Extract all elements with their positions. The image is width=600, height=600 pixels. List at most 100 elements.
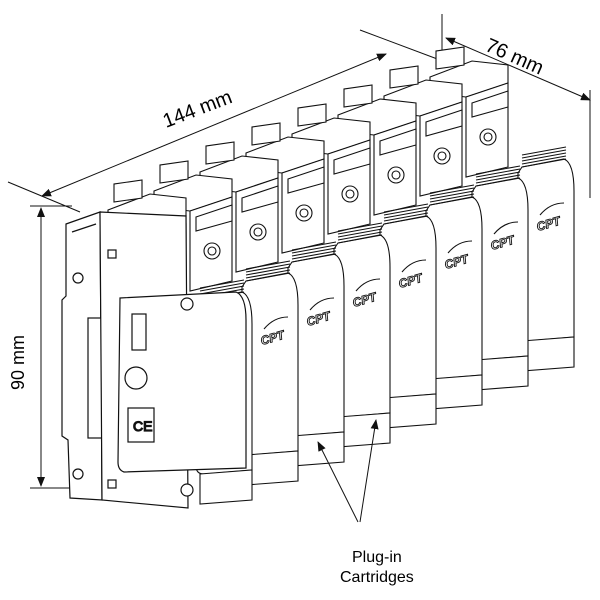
cartridge-rib <box>291 241 337 251</box>
cartridge-rib <box>337 234 383 244</box>
terminal-ridge <box>425 109 463 137</box>
cartridge-rib <box>475 177 521 187</box>
rail-clip-edge <box>71 223 97 233</box>
length-extension-right <box>359 29 441 61</box>
terminal-opening <box>297 103 327 127</box>
clip-hole-top <box>72 272 84 284</box>
terminal-ridge <box>241 185 279 213</box>
marker-square-2 <box>107 479 117 489</box>
cartridge-rib <box>429 187 475 197</box>
cartridge-rib <box>429 184 475 194</box>
depth-dimension-line <box>445 37 591 101</box>
length-dimension-line <box>41 53 387 197</box>
screw-top-front <box>180 297 194 311</box>
cartridge-rib <box>475 168 521 178</box>
cartridge-rib <box>245 269 291 279</box>
cartridge-rib <box>521 155 567 165</box>
terminal-ridge <box>379 128 417 156</box>
callout-leader-1 <box>317 441 359 523</box>
logo-arc <box>355 278 381 292</box>
cartridge-rib <box>199 279 245 289</box>
length-extension-left <box>7 181 81 213</box>
cartridge-rib <box>245 272 291 282</box>
cartridge-rib <box>383 206 429 216</box>
callout-line-2: Cartridges <box>340 569 414 586</box>
cartridge-rib <box>337 225 383 235</box>
terminal-opening <box>343 84 373 108</box>
cartridge-rib <box>475 174 521 184</box>
terminal-ridge <box>333 147 371 175</box>
cartridge-rib <box>475 171 521 181</box>
cartridge-rib <box>199 285 245 295</box>
cartridge-rib <box>383 212 429 222</box>
terminal-ridge <box>471 90 509 118</box>
module-4: CPT <box>245 122 391 448</box>
logo-arc <box>539 202 565 216</box>
base-bottom <box>291 431 345 467</box>
base-bottom <box>521 336 575 372</box>
cartridge-rib <box>291 253 337 263</box>
cartridge-rib <box>429 193 475 203</box>
module-6: CPT <box>337 84 483 410</box>
base-bottom <box>383 393 437 429</box>
screw-top-inner <box>299 208 309 218</box>
cartridge-rib <box>383 203 429 213</box>
terminal-ridge <box>287 166 325 194</box>
cartridge-rib <box>291 250 337 260</box>
terminal-opening <box>113 179 143 203</box>
callout-leader-2 <box>359 419 379 523</box>
status-window <box>131 313 147 351</box>
logo-arc <box>263 316 289 330</box>
screw-bottom-front <box>180 483 194 497</box>
cartridge-rib <box>383 209 429 219</box>
cartridge-rib <box>245 266 291 276</box>
modules-group: CPTCPTCPTCPTCPTCPTCPTCPT <box>107 46 575 505</box>
cartridge-rib <box>429 190 475 200</box>
screw-top-inner <box>345 189 355 199</box>
base-bottom <box>337 412 391 448</box>
dimension-lines <box>7 14 591 489</box>
terminal-opening <box>159 160 189 184</box>
base-bottom <box>429 374 483 410</box>
indicator-circle <box>124 366 148 390</box>
screw-top-inner <box>437 151 447 161</box>
end-module: CE <box>61 211 247 509</box>
logo-arc <box>309 297 335 311</box>
terminal-ridge <box>195 204 233 232</box>
marker-square-1 <box>107 249 117 259</box>
screw-top-inner <box>207 246 217 256</box>
cartridge-rib <box>521 152 567 162</box>
cartridge-rib <box>337 231 383 241</box>
rail-slot <box>87 317 103 439</box>
base-bottom <box>475 355 529 391</box>
terminal-opening <box>251 122 281 146</box>
cartridge-rib <box>245 260 291 270</box>
ce-box <box>127 407 155 443</box>
cartridge-rib <box>383 215 429 225</box>
ce-mark: CE <box>133 418 152 434</box>
length-label: 144 mm <box>160 86 235 132</box>
terminal-opening <box>205 141 235 165</box>
cartridge-rib <box>337 228 383 238</box>
cartridge-rib <box>521 158 567 168</box>
terminal-opening <box>435 46 465 70</box>
screw-top-inner <box>483 132 493 142</box>
cartridge-rib <box>291 247 337 257</box>
terminal-opening <box>389 65 419 89</box>
logo-arc <box>401 259 427 273</box>
cartridge-rib <box>337 222 383 232</box>
cartridge-rib <box>521 146 567 156</box>
callout-line-1: Plug-in <box>352 549 402 566</box>
logo-arc <box>493 221 519 235</box>
screw-top-inner <box>391 170 401 180</box>
logo-arc <box>447 240 473 254</box>
callout: Plug-in Cartridges <box>317 419 414 586</box>
base-bottom <box>245 450 299 486</box>
base-bottom <box>199 469 253 505</box>
clip-hole-bottom <box>72 468 84 480</box>
cartridge-rib <box>429 196 475 206</box>
cartridge-rib <box>199 282 245 292</box>
screw-top-inner <box>253 227 263 237</box>
